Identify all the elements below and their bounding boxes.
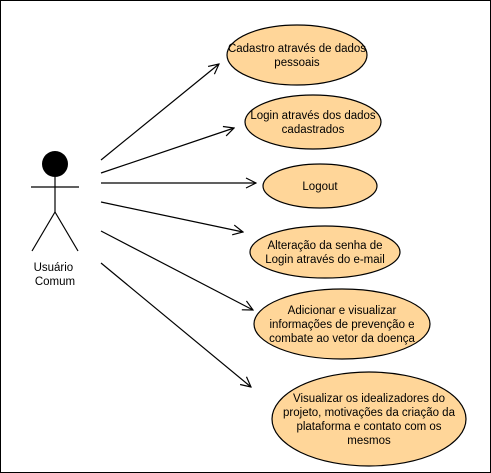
use-case-label-line: Cadastro através de dados [228,43,366,55]
actor: Usuário Comum [31,151,79,288]
association-arrows [100,64,256,387]
use-case-label-line: projeto, motivações da criação da [283,407,456,419]
association-arrow-login [100,128,234,174]
use-case-label-line: mesmos [347,435,391,447]
use-case-ellipse [271,371,467,467]
use-case-label-line: combate ao vetor da doença [269,333,415,345]
use-case-label-line: Adicionar e visualizar [288,305,397,317]
association-arrow-prevencao [100,230,253,310]
actor-label: Usuário Comum [34,262,77,288]
actor-label-line: Comum [35,276,75,288]
use-case-ellipse [253,288,431,360]
association-arrow-idealizadores [100,262,251,387]
use-case-label: Visualizar os idealizadores do projeto, m… [283,393,456,447]
use-case-label-line: cadastrados [282,124,345,136]
use-case-label: Alteração da senha de Login através do e-… [265,240,385,266]
use-case-prevencao: Adicionar e visualizar informações de pre… [253,288,431,360]
actor-label-line: Usuário [34,262,74,274]
use-case-ellipse [226,24,368,86]
actor-left-leg [31,211,56,252]
actor-right-leg [54,211,79,252]
use-case-label: Cadastro através de dados pessoais [228,43,366,69]
use-case-login: Login através dos dados cadastrados [244,94,382,150]
use-case-logout: Logout [262,163,378,209]
use-case-ellipse [262,163,378,209]
use-case-idealizadores: Visualizar os idealizadores do projeto, m… [271,371,467,467]
use-case-ellipse [244,94,382,150]
use-case-label: Logout [302,181,338,193]
use-case-label-line: Alteração da senha de [267,240,382,252]
use-case-label: Login através dos dados cadastrados [250,110,376,136]
use-case-label-line: Logout [302,181,338,193]
use-case-alteracao-senha: Alteração da senha de Login através do e-… [249,225,401,279]
use-case-label: Adicionar e visualizar informações de pre… [269,305,415,345]
use-case-label-line: Login através do e-mail [265,254,385,266]
use-case-label-line: Login através dos dados [250,110,376,122]
use-case-cadastro: Cadastro através de dados pessoais [226,24,368,86]
association-arrow-alteracao-senha [100,201,243,232]
use-case-label-line: pessoais [274,57,320,69]
use-case-label-line: Visualizar os idealizadores do [293,393,445,405]
use-case-ellipse [249,225,401,279]
association-arrow-cadastro [100,64,219,161]
use-case-label-line: informações de prevenção e [269,319,414,331]
use-case-label-line: plataforma e contato com os [296,421,441,433]
actor-head [42,151,68,177]
